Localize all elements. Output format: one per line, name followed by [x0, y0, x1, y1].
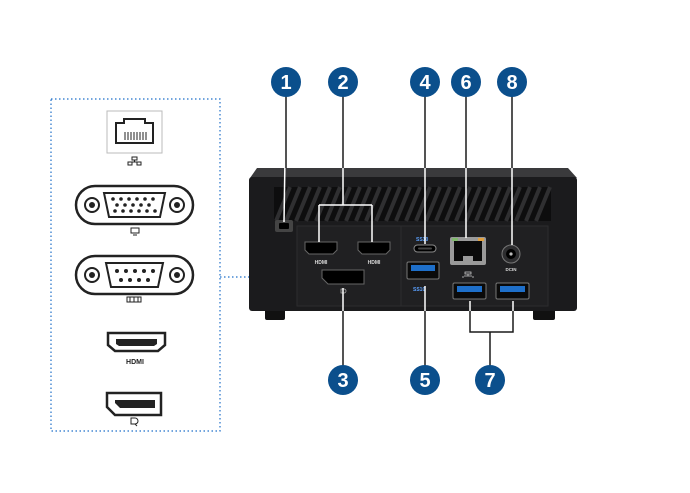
chassis-top — [250, 168, 577, 178]
svg-text:8: 8 — [506, 72, 517, 94]
network-symbol-icon — [127, 156, 142, 166]
option-port — [321, 269, 365, 294]
vent-grille — [274, 186, 552, 222]
displayport-icon — [105, 391, 163, 417]
badge-2: 2 — [328, 67, 358, 97]
serial-symbol-icon — [126, 296, 142, 303]
badge-6: 6 — [451, 67, 481, 97]
dcin-label: DCIN — [506, 267, 517, 272]
serial-com-port-icon — [74, 254, 195, 296]
hdmi-left-label: HDMI — [315, 260, 328, 266]
lan-port — [450, 237, 486, 278]
svg-text:5: 5 — [419, 370, 430, 392]
svg-text:3: 3 — [337, 370, 348, 392]
usb-c-port: SS10 — [413, 237, 437, 253]
usb-a-port-7-left — [452, 282, 487, 300]
hdmi-port-right — [357, 241, 391, 255]
svg-text:1: 1 — [280, 72, 291, 94]
displayport-symbol-icon — [130, 417, 139, 427]
usb-a-port-5: SS10 — [406, 261, 440, 293]
leader-lines-outside — [285, 94, 514, 367]
svg-text:2: 2 — [337, 72, 348, 94]
kensington-lock-slot — [275, 220, 293, 232]
mini-pc-rear: HDMI HDMI SS10 SS10 — [249, 168, 577, 320]
svg-text:6: 6 — [460, 72, 471, 94]
number-badges: 1 2 4 6 8 3 5 7 — [271, 67, 527, 395]
usb-a-port-7-right — [495, 282, 530, 300]
badge-1: 1 — [271, 67, 301, 97]
dc-in-port: DCIN — [501, 244, 521, 272]
badge-8: 8 — [497, 67, 527, 97]
svg-text:4: 4 — [419, 72, 431, 94]
port-options-panel: HDMI — [50, 98, 320, 432]
vga-port-icon — [74, 184, 195, 226]
ethernet-port-icon — [106, 110, 163, 154]
monitor-symbol-icon — [130, 227, 140, 236]
hdmi-port-icon — [106, 331, 167, 353]
svg-text:7: 7 — [484, 370, 495, 392]
hdmi-right-label: HDMI — [368, 260, 381, 266]
usb5-ss-mark: SS10 — [413, 287, 425, 293]
badge-5: 5 — [410, 365, 440, 395]
hdmi-caption: HDMI — [126, 359, 144, 366]
hdmi-port-left — [304, 241, 338, 255]
badge-3: 3 — [328, 365, 358, 395]
badge-7: 7 — [475, 365, 505, 395]
usbc-ss-mark: SS10 — [416, 237, 428, 243]
badge-4: 4 — [410, 67, 440, 97]
